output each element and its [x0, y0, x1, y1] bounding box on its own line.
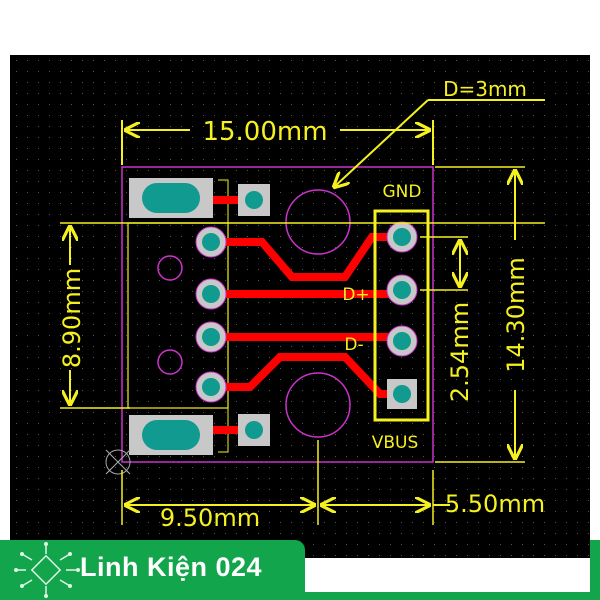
gnd-label: GND: [383, 182, 422, 202]
mounting-hole: [285, 372, 351, 438]
brand-name: Linh Kiện 024: [80, 552, 263, 582]
blank-box: [305, 558, 590, 592]
header-silk: [373, 209, 430, 422]
left-height-label: 8.90mm: [58, 268, 86, 368]
dplus-label: D+: [342, 285, 369, 305]
origin-crosshair-icon: [105, 449, 131, 475]
mounting-hole: [285, 189, 351, 255]
circuit-chip-icon: [14, 542, 80, 598]
width-label: 15.00mm: [202, 117, 327, 147]
dminus-label: D-: [344, 335, 363, 355]
total-height-label: 14.30mm: [502, 257, 530, 372]
vbus-label: VBUS: [372, 433, 419, 453]
brand-banner: Linh Kiện 024: [0, 540, 305, 600]
mounting-pads: [129, 178, 270, 455]
pitch-label: 2.54mm: [446, 302, 474, 402]
dimension-lines: [60, 99, 545, 525]
right-offset-label: 5.50mm: [445, 490, 545, 518]
usb-pins: [195, 226, 227, 403]
board-outline: [121, 166, 434, 463]
left-offset-label: 9.50mm: [160, 504, 260, 532]
hole-diameter-label: D=3mm: [443, 77, 527, 101]
header-pins: [386, 221, 418, 409]
